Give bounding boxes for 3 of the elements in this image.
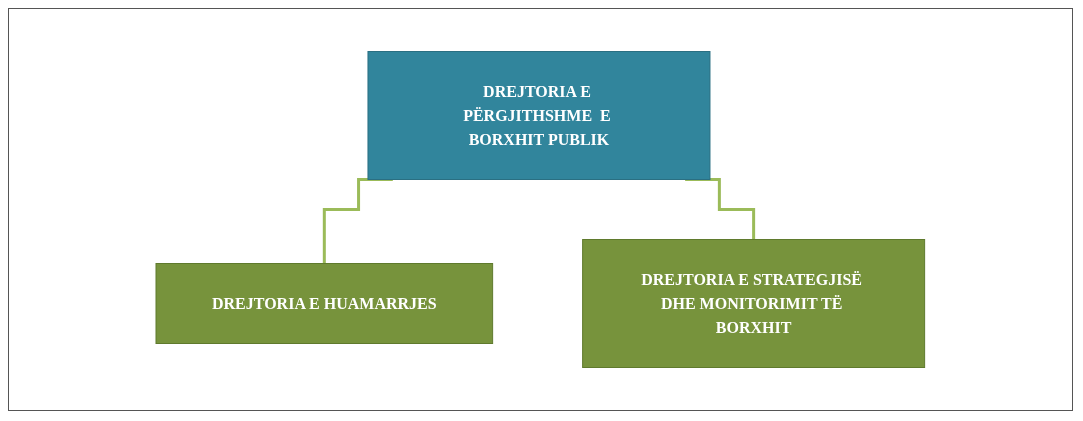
node-box: DREJTORIA E STRATEGJISË DHE MONITORIMIT TË BORXHIT bbox=[582, 239, 926, 368]
node-box: DREJTORIA E HUAMARRJES bbox=[155, 263, 494, 344]
node-box: DREJTORIA E PËRGJITHSHME E BORXHIT PUBLIK bbox=[367, 51, 711, 180]
